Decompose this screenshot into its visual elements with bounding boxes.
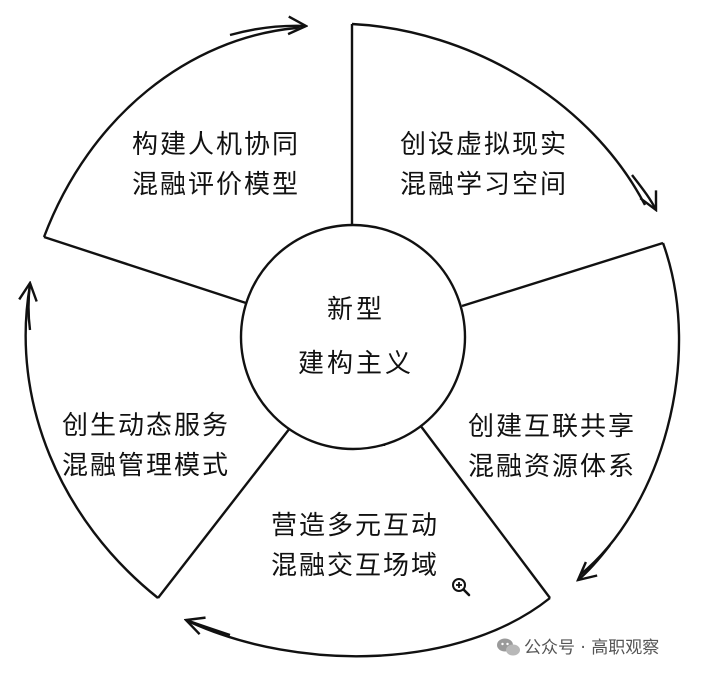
segment-evaluation: 构建人机协同 混融评价模型 (132, 130, 300, 200)
wechat-icon (497, 638, 520, 656)
divider-right (461, 241, 664, 308)
arrow-right-bottom (578, 544, 611, 580)
divider-bottom-left (157, 427, 291, 599)
watermark: 公众号 · 高职观察 (497, 638, 659, 658)
arrow-top (229, 26, 306, 37)
arrow-right-top (631, 174, 656, 210)
segment-learning-space: 创设虚拟现实 混融学习空间 (400, 130, 568, 200)
segment-resources: 创建互联共享 混融资源体系 (468, 412, 636, 482)
arrow-left (29, 283, 31, 331)
segment-outline-resources (579, 242, 681, 576)
segment-evaluation-line-2: 混融评价模型 (132, 170, 300, 200)
center-circle (239, 223, 467, 451)
zoom-in-icon[interactable] (452, 578, 471, 597)
segment-evaluation-line-1: 构建人机协同 (132, 130, 300, 160)
segment-interaction-line-2: 混融交互场域 (271, 551, 439, 581)
segment-learning-space-line-2: 混融学习空间 (400, 170, 568, 200)
segment-resources-line-1: 创建互联共享 (468, 412, 636, 442)
segment-outline-management (24, 284, 159, 599)
segment-management-line-1: 创生动态服务 (62, 411, 230, 441)
center-line-2: 建构主义 (298, 349, 414, 379)
watermark-text: 公众号 · 高职观察 (524, 638, 659, 658)
segment-management: 创生动态服务 混融管理模式 (62, 411, 230, 481)
divider-bottom-right (419, 424, 551, 599)
segment-learning-space-line-1: 创设虚拟现实 (400, 130, 568, 160)
segment-management-line-2: 混融管理模式 (62, 451, 230, 481)
arrow-bottom (186, 620, 231, 637)
segment-outline-interaction (189, 597, 551, 658)
divider-left (43, 235, 247, 305)
center-line-1: 新型 (327, 295, 385, 325)
segment-outline-learning-space (351, 22, 647, 206)
segment-outline-evaluation (42, 24, 301, 238)
segment-interaction-line-1: 营造多元互动 (271, 511, 439, 541)
segment-interaction: 营造多元互动 混融交互场域 (271, 511, 439, 581)
segment-resources-line-2: 混融资源体系 (468, 452, 636, 482)
